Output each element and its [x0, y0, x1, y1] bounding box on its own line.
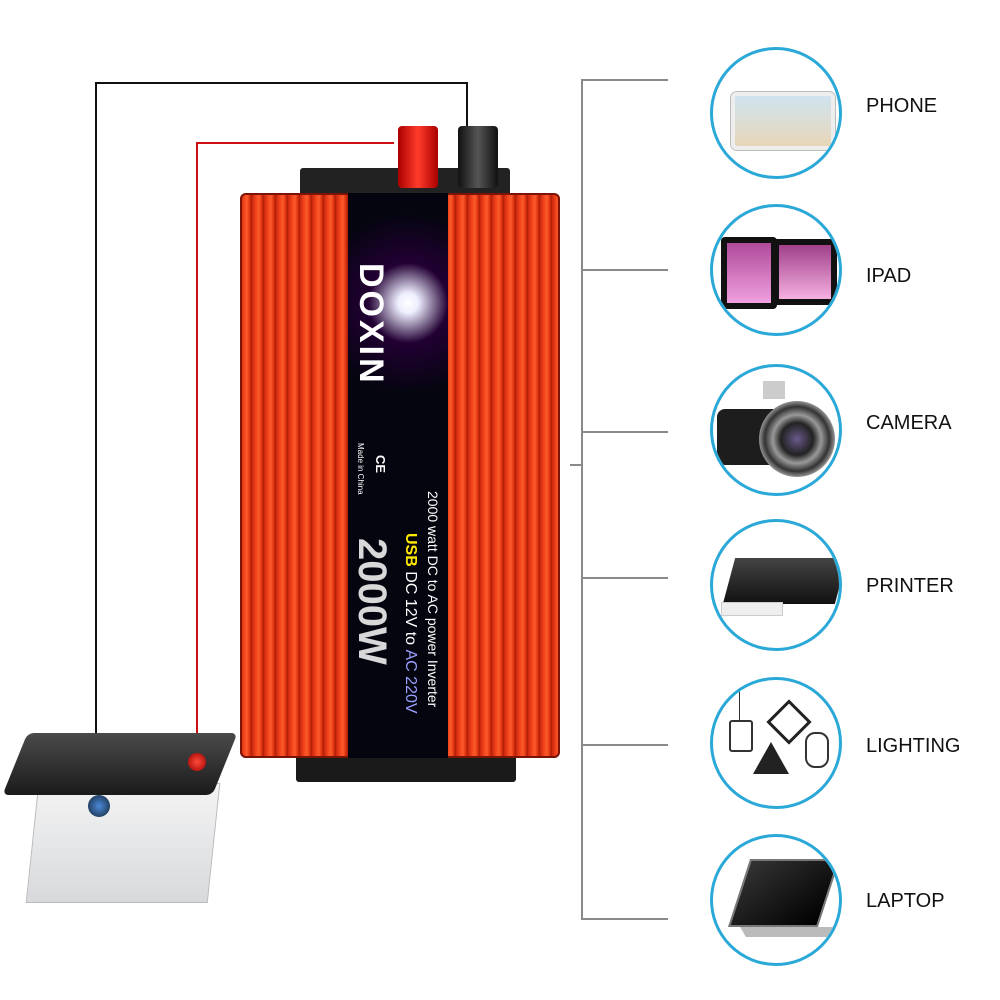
positive-wire-vertical: [196, 142, 198, 762]
bracket-vertical: [581, 79, 583, 920]
printer-icon: [710, 519, 842, 651]
positive-wire: [196, 142, 394, 144]
battery-positive-post: [188, 753, 206, 771]
negative-terminal: [458, 126, 498, 188]
battery-case: [25, 783, 221, 903]
description-text: 2000 watt DC to AC power Inverter: [425, 491, 441, 708]
origin-text: Made in China: [356, 443, 365, 495]
bracket-tick: [581, 577, 668, 579]
phone-icon: [710, 47, 842, 179]
bracket-tick: [581, 269, 668, 271]
bracket-tick: [581, 744, 668, 746]
spec-dc: DC 12V to: [402, 571, 419, 650]
bracket-center-tick: [570, 464, 582, 466]
battery: [2, 725, 238, 905]
ce-mark: CE: [373, 455, 388, 474]
device-label-ipad: IPAD: [866, 265, 912, 287]
device-label-lighting: LIGHTING: [866, 735, 961, 757]
camera-icon: [710, 364, 842, 496]
inverter-label-panel: DOXIN Made in China CE 2000W USB DC 12V …: [348, 193, 448, 758]
usb-badge: USB: [402, 533, 419, 567]
spec-ac: AC 220V: [402, 649, 419, 714]
negative-wire-vertical: [95, 82, 97, 792]
bracket-tick: [581, 431, 668, 433]
tablet-icon: [710, 204, 842, 336]
device-label-laptop: LAPTOP: [866, 890, 945, 912]
bracket-tick: [581, 918, 668, 920]
laptop-icon: [710, 834, 842, 966]
lamp-icon: [710, 677, 842, 809]
battery-negative-post: [88, 795, 110, 817]
device-label-printer: PRINTER: [866, 575, 954, 597]
positive-terminal: [398, 126, 438, 188]
bracket-tick: [581, 79, 668, 81]
negative-wire: [95, 82, 468, 84]
power-rating: 2000W: [350, 538, 394, 665]
spec-text: USB DC 12V to AC 220V: [402, 533, 419, 714]
device-label-camera: CAMERA: [866, 412, 952, 434]
device-label-phone: PHONE: [866, 95, 938, 117]
negative-wire-drop: [466, 82, 468, 127]
brand-logo: DOXIN: [352, 263, 390, 386]
